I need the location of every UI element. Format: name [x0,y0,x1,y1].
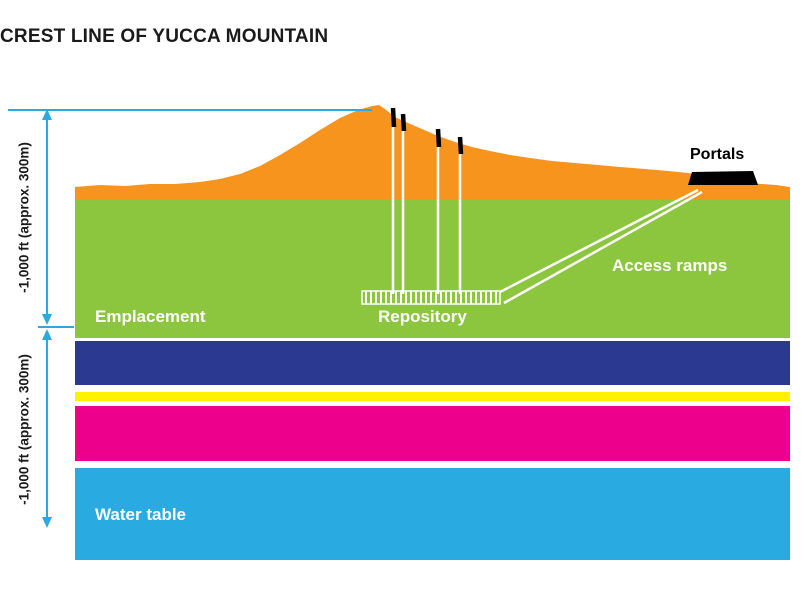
diagram-title: CREST LINE OF YUCCA MOUNTAIN [0,26,329,47]
portal-shape [688,171,758,185]
dimension-arrowhead-lower-top [42,329,52,340]
access-ramp-line-upper [499,188,699,294]
layer-emplacement-green [75,200,790,338]
label-access-ramps: Access ramps [612,256,728,275]
label-water-table: Water table [95,505,187,524]
layer-water-table [75,468,790,560]
dimension-label-lower: -1,000 ft (approx. 300m) [16,354,32,505]
label-portals: Portals [690,146,745,163]
repository-hatch [361,290,501,305]
dimension-arrowhead-lower-bottom [42,517,52,528]
mountain-silhouette [75,105,790,200]
shaft-cap-3-icon [435,128,442,148]
label-emplacement: Emplacement [95,307,206,326]
dimension-label-upper: -1,000 ft (approx. 300m) [16,142,32,293]
dimension-arrowhead-upper-top [42,109,52,120]
access-ramp-line-lower [503,190,703,305]
layer-magenta [75,406,790,461]
shaft-cap-4-icon [457,136,464,155]
dimension-arrowhead-upper-bottom [42,314,52,325]
label-repository: Repository [378,307,467,326]
shaft-cap-2-icon [400,113,407,132]
layer-dark-blue [75,341,790,385]
layer-yellow-stripe [75,392,790,401]
shaft-cap-1-icon [390,107,397,128]
